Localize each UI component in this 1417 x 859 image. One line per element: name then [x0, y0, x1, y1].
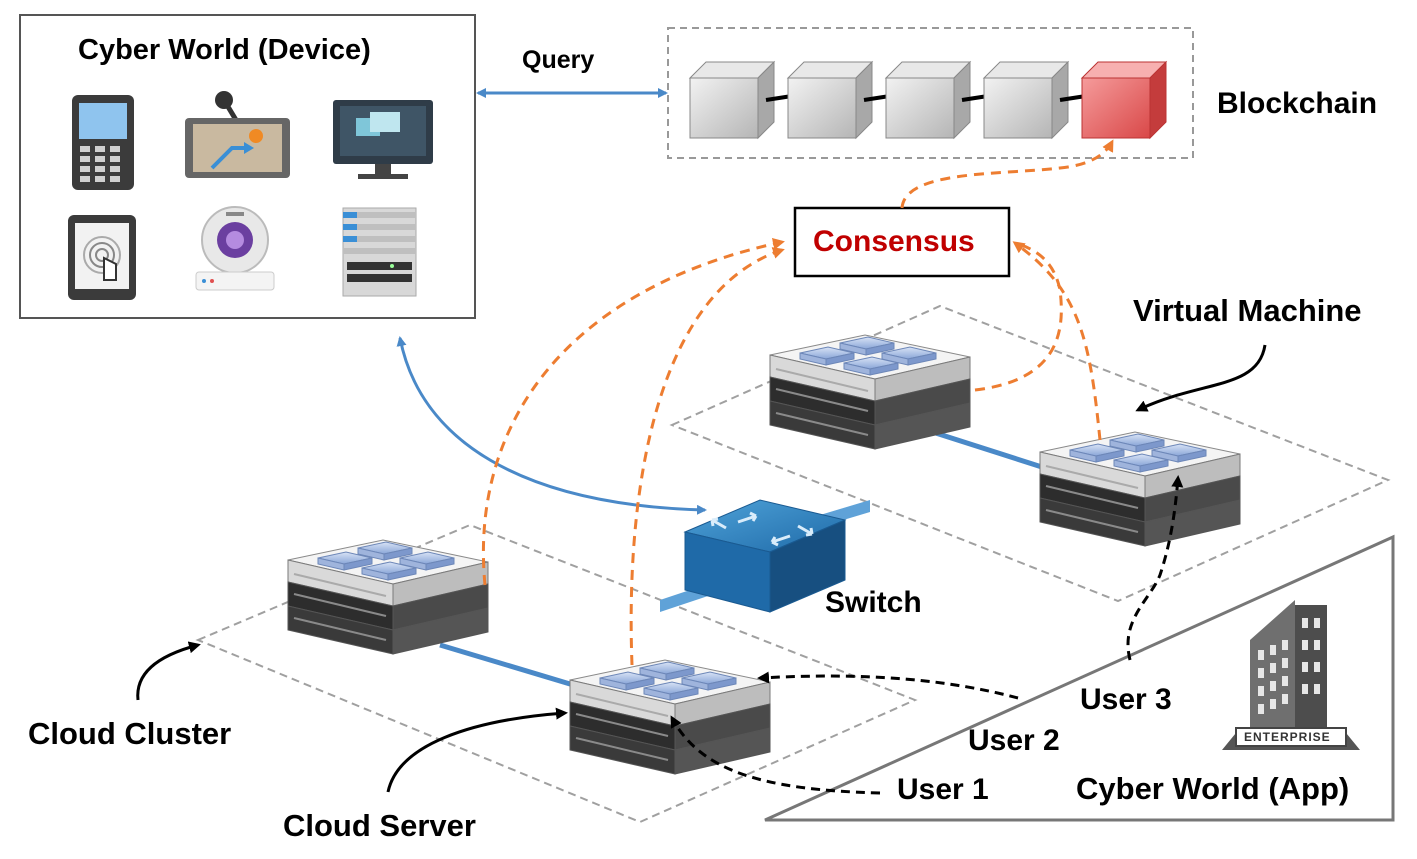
cloud-cluster-label: Cloud Cluster: [28, 716, 232, 751]
enterprise-sign: ENTERPRISE: [1244, 730, 1331, 744]
label-pointers: [136, 344, 1267, 793]
query-label: Query: [522, 46, 595, 74]
consensus-box: [793, 206, 1011, 278]
consensus-arrows: [481, 139, 1114, 666]
blockchain-box: [667, 27, 1194, 159]
webcam-icon: [195, 206, 275, 291]
cloud-server-left-bottom: [569, 659, 771, 775]
blockchain-chain: [688, 60, 1168, 140]
cloud-server-right-top: [769, 334, 971, 450]
block-cube: [982, 60, 1070, 140]
cloud-server-right-bottom: [1039, 431, 1241, 547]
user-3-label: User 3: [1080, 683, 1172, 716]
app-panel-title: Cyber World (App): [1076, 771, 1350, 806]
user-1-label: User 1: [897, 773, 989, 806]
user-arrows: [670, 475, 1184, 795]
block-cube: [688, 60, 776, 140]
blockchain-label: Blockchain: [1217, 87, 1378, 120]
left-cluster-link: [439, 642, 591, 693]
consensus-label: Consensus: [813, 225, 975, 258]
enterprise-building-icon: [1222, 600, 1360, 750]
server-tower-icon: [342, 207, 417, 297]
mobile-phone-icon: [72, 95, 134, 190]
block-cube: [884, 60, 972, 140]
user-2-label: User 2: [968, 724, 1060, 757]
right-cluster-link: [919, 425, 1046, 471]
switch-label: Switch: [825, 586, 922, 619]
virtual-machine-label: Virtual Machine: [1133, 293, 1362, 328]
block-cube: [786, 60, 874, 140]
device-panel-title: Cyber World (Device): [78, 34, 371, 66]
touch-tablet-icon: [68, 215, 136, 300]
cloud-server-left-top: [287, 539, 489, 655]
switch-icon: [660, 499, 870, 613]
latest-block-cube: [1080, 60, 1168, 140]
desktop-monitor-icon: [333, 100, 433, 179]
gps-navigator-icon: [185, 91, 290, 178]
cloud-server-label: Cloud Server: [283, 808, 476, 843]
device-switch-arrow: [396, 336, 707, 515]
